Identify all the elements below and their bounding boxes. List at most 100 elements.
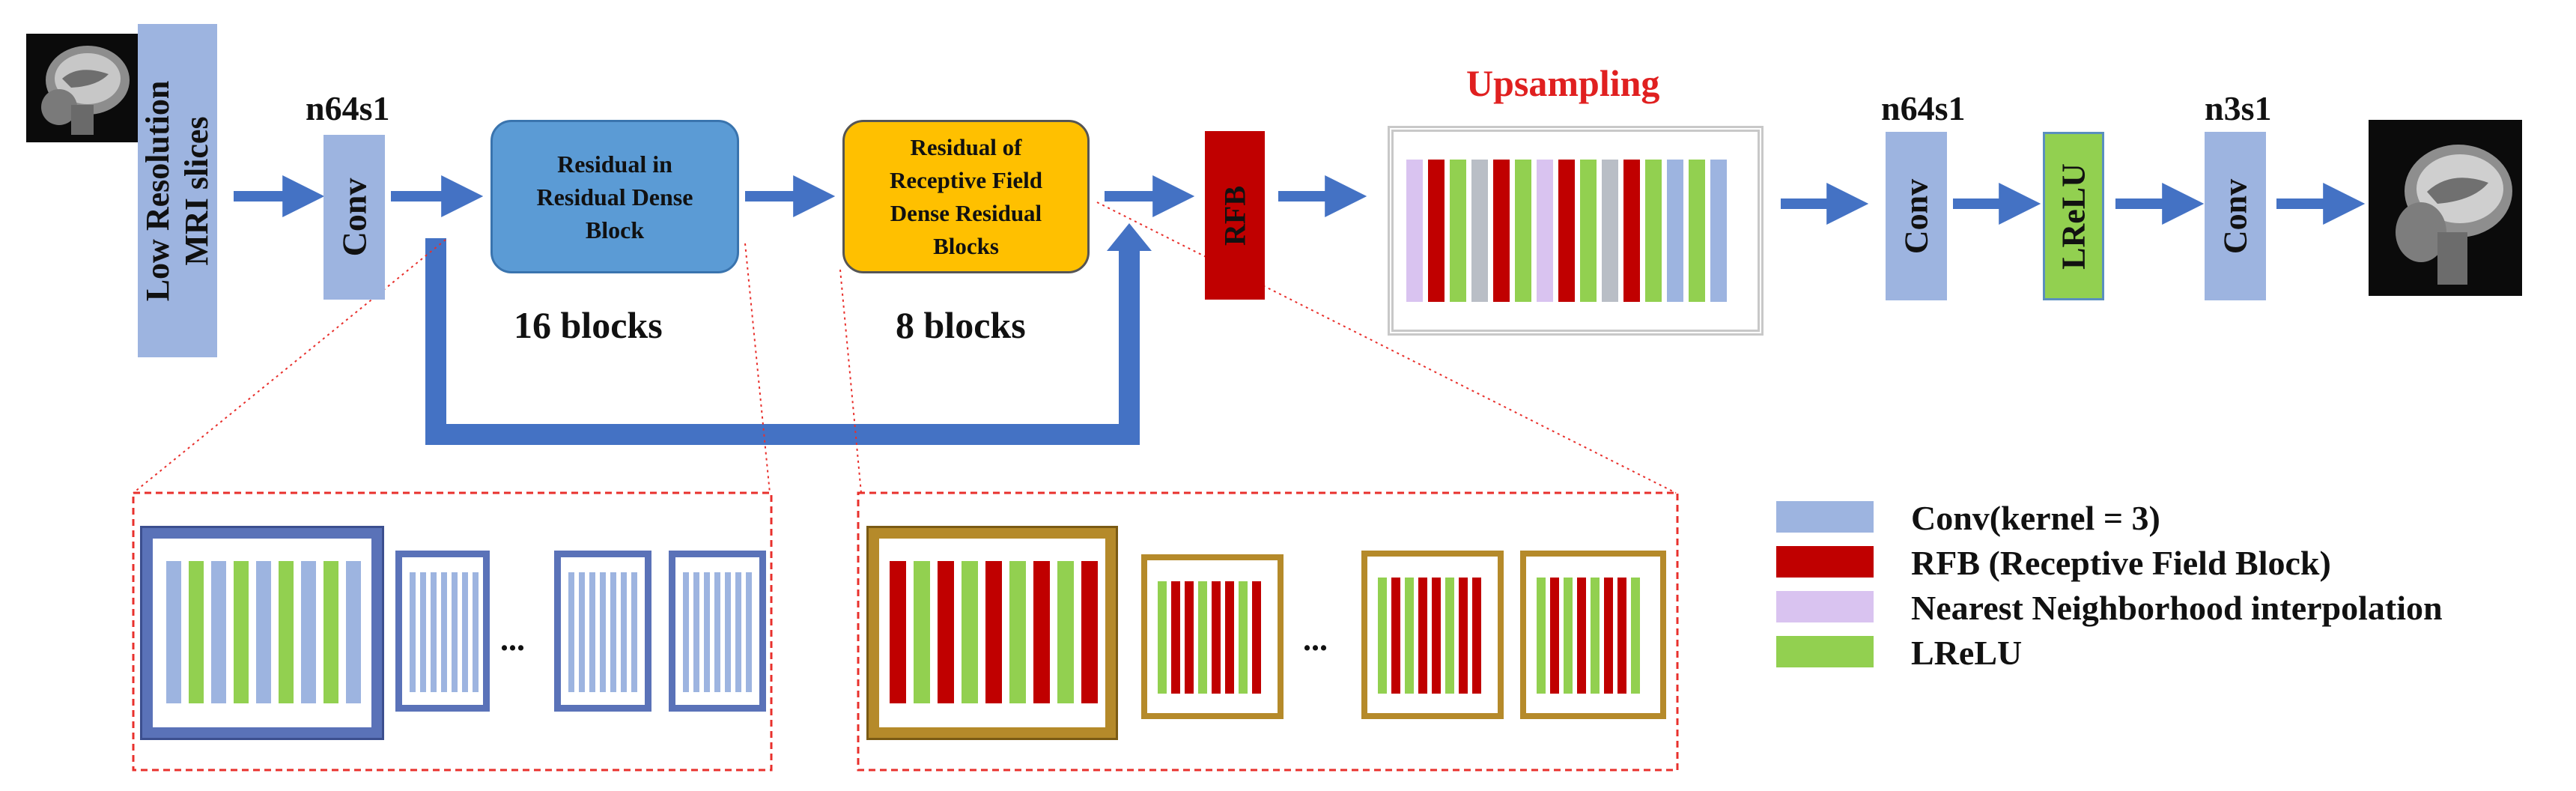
zoom-bar bbox=[166, 561, 181, 703]
rfdrb-ellipsis: ... bbox=[1303, 621, 1328, 658]
legend-label-rfb: RFB (Receptive Field Block) bbox=[1911, 544, 2331, 582]
rrdb-zoom-frame-small-1 bbox=[395, 551, 490, 712]
rfdrb-zoom-layers-small bbox=[1158, 581, 1261, 694]
zoom-bar bbox=[938, 561, 954, 703]
input-label: Low Resolution MRI slices bbox=[139, 80, 216, 301]
rrdb-zoom-box bbox=[132, 491, 773, 772]
rrdb-zoom-layers-large bbox=[166, 561, 361, 703]
zoom-line-rrdb-right bbox=[744, 243, 771, 494]
brain-image-icon bbox=[2396, 145, 2512, 285]
skip-connection-arrowhead bbox=[1107, 223, 1152, 251]
conv3-label: Conv bbox=[2217, 178, 2254, 254]
conv1-top-label: n64s1 bbox=[306, 89, 390, 127]
rrdb-zoom-layers-small bbox=[410, 572, 479, 692]
conv1-block: Conv bbox=[323, 135, 385, 300]
lrelu-label: LReLU bbox=[2055, 163, 2092, 270]
legend-swatch-interpolation bbox=[1776, 591, 1874, 622]
zoom-line-rrdb-left bbox=[133, 239, 446, 494]
zoom-bar bbox=[1081, 561, 1098, 703]
zoom-bar bbox=[211, 561, 226, 703]
zoom-bar bbox=[1033, 561, 1050, 703]
rfdrb-count-label: 8 blocks bbox=[896, 304, 1026, 346]
rfdrb-zoom-layers-small bbox=[1378, 578, 1481, 694]
rrdb-ellipsis: ... bbox=[500, 621, 525, 658]
rrdb-zoom-frame-large bbox=[140, 526, 384, 740]
rfdrb-block: Residual of Receptive Field Dense Residu… bbox=[842, 120, 1090, 273]
legend: Conv(kernel = 3) RFB (Receptive Field Bl… bbox=[1776, 498, 2525, 685]
zoom-bar bbox=[346, 561, 361, 703]
output-mri-image bbox=[2369, 120, 2522, 296]
upsampling-bar bbox=[1667, 160, 1683, 302]
rfb-label: RFB bbox=[1218, 185, 1252, 246]
upsampling-bar bbox=[1710, 160, 1727, 302]
rrdb-block: Residual in Residual Dense Block bbox=[490, 120, 739, 273]
conv2-block: Conv bbox=[1886, 132, 1947, 300]
rrdb-small-bar-group bbox=[410, 572, 479, 692]
legend-label-lrelu: LReLU bbox=[1911, 634, 2023, 672]
legend-swatch-lrelu bbox=[1776, 636, 1874, 667]
brain-image-icon bbox=[41, 46, 130, 135]
rrdb-label: Residual in Residual Dense Block bbox=[536, 150, 693, 243]
upsampling-bar bbox=[1558, 160, 1575, 302]
zoom-bar bbox=[301, 561, 316, 703]
upsampling-bar bbox=[1537, 160, 1553, 302]
rrdb-zoom-layers-small bbox=[568, 572, 637, 692]
zoom-line-rfdrb-left bbox=[839, 269, 862, 494]
rfdrb-zoom-layers-large bbox=[890, 561, 1098, 703]
legend-swatch-rfb bbox=[1776, 546, 1874, 578]
rfdrb-small-bar-group bbox=[1537, 578, 1640, 694]
zoom-bar bbox=[962, 561, 978, 703]
upsampling-bar bbox=[1645, 160, 1662, 302]
zoom-bar bbox=[985, 561, 1002, 703]
legend-swatch-conv bbox=[1776, 501, 1874, 533]
conv3-block: Conv bbox=[2205, 132, 2266, 300]
rfdrb-zoom-box bbox=[857, 491, 1679, 772]
rfdrb-small-bar-group bbox=[1378, 578, 1481, 694]
conv1-label: Conv bbox=[335, 178, 374, 257]
legend-label-conv: Conv(kernel = 3) bbox=[1911, 499, 2160, 537]
rrdb-large-bar-group bbox=[166, 561, 361, 703]
upsampling-layers bbox=[1406, 160, 1727, 302]
rfb-block: RFB bbox=[1205, 131, 1265, 300]
rrdb-zoom-layers-small bbox=[683, 572, 752, 692]
rfdrb-large-bar-group bbox=[890, 561, 1098, 703]
rrdb-small-bar-group bbox=[568, 572, 637, 692]
upsampling-bar bbox=[1515, 160, 1531, 302]
rrdb-count-label: 16 blocks bbox=[514, 304, 663, 346]
lrelu-block: LReLU bbox=[2043, 132, 2104, 300]
upsampling-bar bbox=[1689, 160, 1705, 302]
upsampling-bar bbox=[1406, 160, 1423, 302]
rfdrb-zoom-layers-small bbox=[1537, 578, 1640, 694]
upsampling-bar bbox=[1580, 160, 1597, 302]
zoom-bar bbox=[256, 561, 271, 703]
upsampling-bar bbox=[1623, 160, 1640, 302]
zoom-bar bbox=[234, 561, 249, 703]
upsampling-bar bbox=[1450, 160, 1466, 302]
rfdrb-zoom-frame-large bbox=[866, 526, 1118, 740]
upsampling-bar bbox=[1471, 160, 1488, 302]
input-label-line1: Low Resolution bbox=[139, 80, 176, 301]
rfdrb-zoom-frame-small-2 bbox=[1361, 551, 1504, 719]
conv2-top-label: n64s1 bbox=[1881, 89, 1966, 127]
input-label-block: Low Resolution MRI slices bbox=[138, 24, 217, 357]
rrdb-small-bar-group bbox=[683, 572, 752, 692]
upsampling-bar bbox=[1428, 160, 1445, 302]
upsampling-frame bbox=[1388, 126, 1764, 336]
zoom-bar bbox=[279, 561, 294, 703]
rfdrb-zoom-frame-small-3 bbox=[1520, 551, 1666, 719]
legend-label-interpolation: Nearest Neighborhood interpolation bbox=[1911, 589, 2443, 627]
zoom-bar bbox=[1057, 561, 1074, 703]
skip-connection bbox=[425, 238, 1140, 445]
rfdrb-zoom-frame-small-1 bbox=[1141, 554, 1284, 719]
zoom-bar bbox=[914, 561, 930, 703]
zoom-line-rfdrb-right bbox=[1096, 201, 1677, 494]
rfdrb-small-bar-group bbox=[1158, 581, 1261, 694]
rrdb-zoom-frame-small-3 bbox=[669, 551, 766, 712]
zoom-bar bbox=[1009, 561, 1026, 703]
conv3-top-label: n3s1 bbox=[2205, 89, 2272, 127]
upsampling-title: Upsampling bbox=[1466, 62, 1660, 104]
conv2-label: Conv bbox=[1898, 178, 1935, 254]
zoom-bar bbox=[323, 561, 338, 703]
zoom-bar bbox=[189, 561, 204, 703]
